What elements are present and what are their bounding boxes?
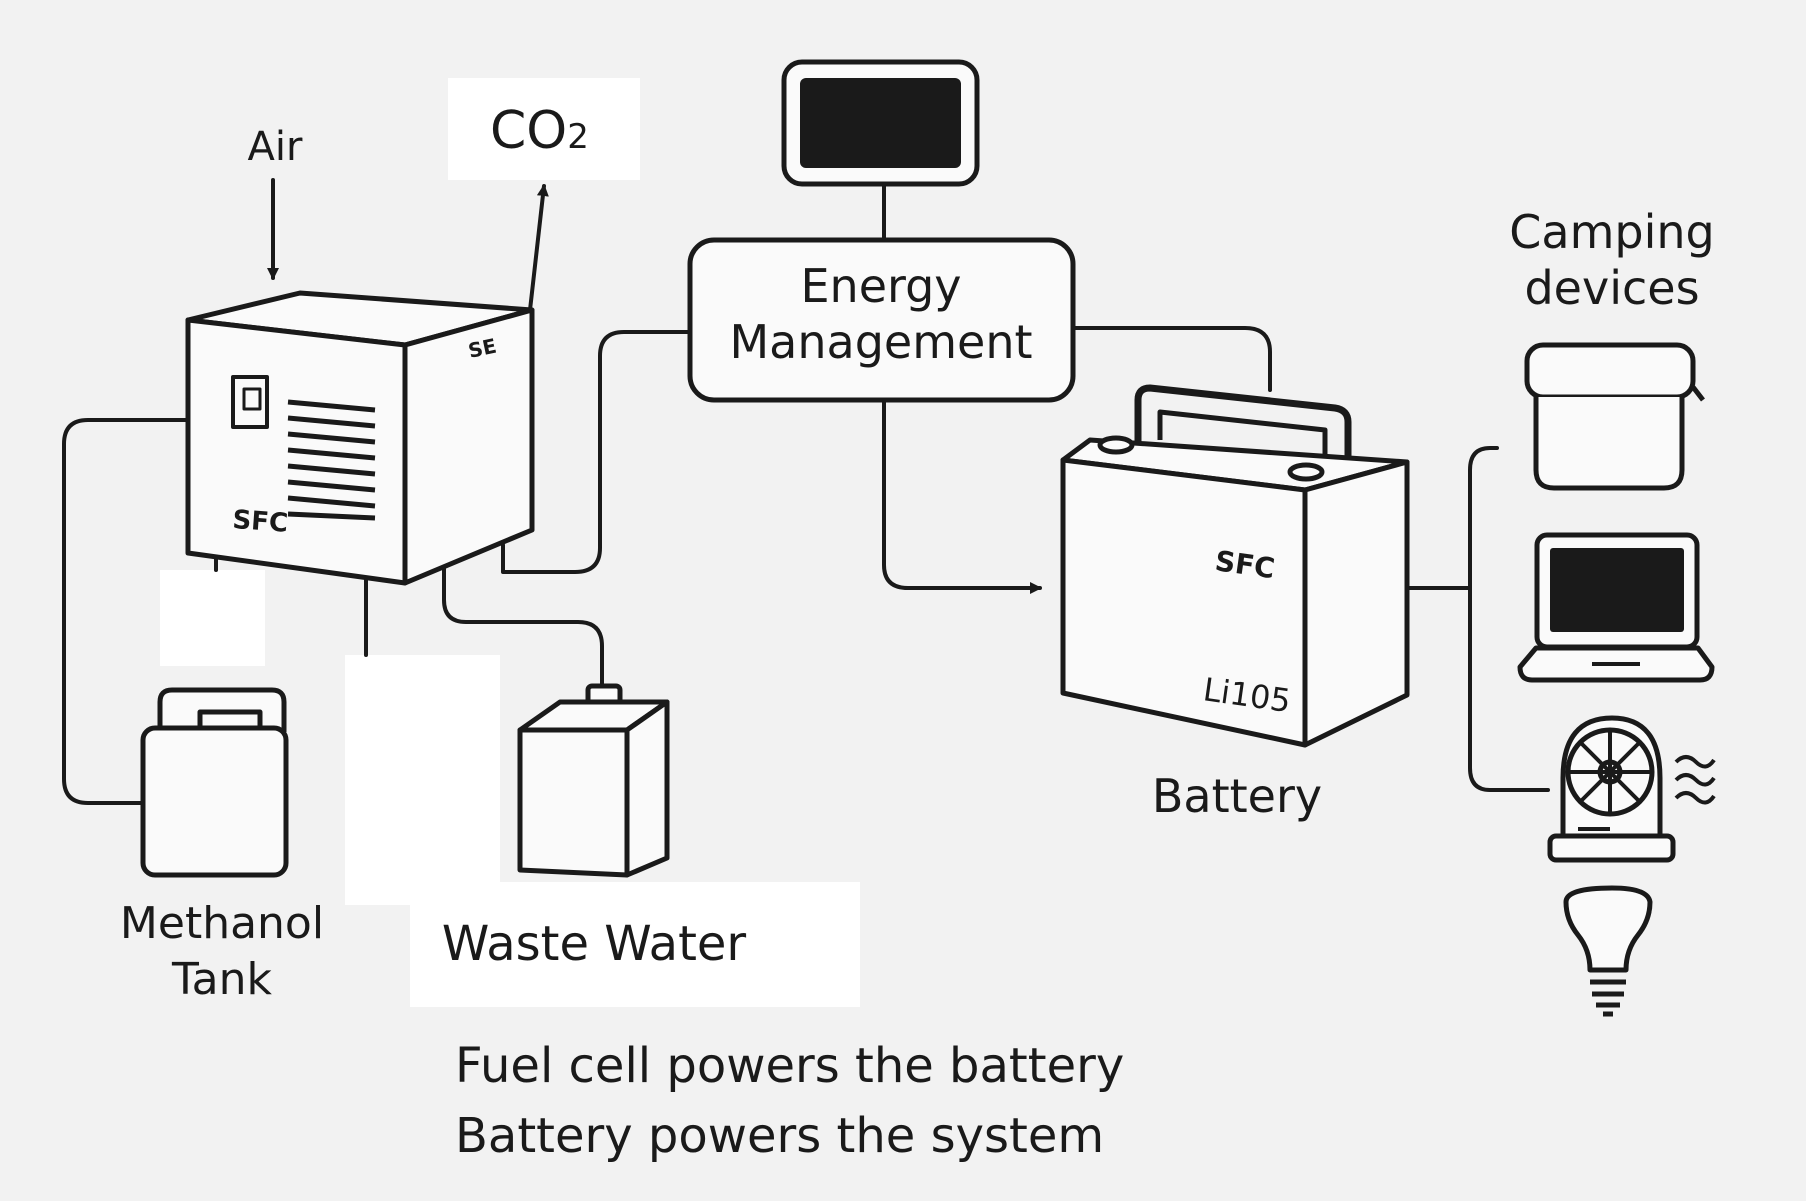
fuelcell-to-energy-line bbox=[501, 330, 692, 574]
fuel-cell-brand-mark: SFC bbox=[232, 505, 290, 539]
methanol-tank-label-line1: Methanol bbox=[120, 898, 324, 949]
air-label: Air bbox=[248, 124, 303, 170]
vent-grille bbox=[287, 399, 376, 521]
co2-label-subscript: 2 bbox=[567, 117, 589, 157]
caption-line1: Fuel cell powers the battery bbox=[455, 1038, 1124, 1094]
fuel-cell-logo-icon bbox=[231, 375, 269, 429]
caption-line2: Battery powers the system bbox=[455, 1108, 1104, 1164]
methanol-tank-icon bbox=[140, 687, 289, 878]
energy-to-battery-right-line bbox=[1071, 326, 1272, 392]
energy-management-label-line2: Management bbox=[729, 315, 1032, 369]
laptop-icon bbox=[1517, 532, 1715, 683]
energy-to-battery-arrow-line bbox=[882, 398, 1042, 594]
fuel-cell-corner-mark: SE bbox=[466, 334, 498, 363]
blank-patch-middle bbox=[345, 655, 500, 905]
cooler-box-icon bbox=[1524, 342, 1705, 491]
co2-label: CO2 bbox=[490, 101, 589, 161]
methanol-tank-label-line2: Tank bbox=[171, 954, 272, 1005]
fuel-cell-unit bbox=[185, 290, 535, 586]
co2-label-main: CO bbox=[490, 101, 567, 161]
battery-label: Battery bbox=[1152, 769, 1322, 823]
blank-patch-left bbox=[160, 570, 265, 666]
battery-icon bbox=[1060, 384, 1410, 748]
energy-management-label-line1: Energy bbox=[800, 259, 961, 313]
camping-devices-label-line2: devices bbox=[1524, 261, 1699, 315]
waste-water-label-box bbox=[410, 882, 860, 1007]
battery-brand-mark: SFC bbox=[1213, 544, 1277, 585]
waste-water-line bbox=[442, 566, 604, 688]
camping-devices-label-line1: Camping bbox=[1509, 205, 1714, 259]
fan-heater-icon bbox=[1547, 715, 1716, 863]
monitor-screen bbox=[800, 78, 961, 168]
light-bulb-icon bbox=[1563, 885, 1653, 1017]
methanol-feed-line bbox=[62, 418, 190, 805]
waste-water-label: Waste Water bbox=[442, 916, 747, 972]
energy-management-box bbox=[687, 237, 1076, 403]
device-bus-line bbox=[1468, 446, 1550, 792]
waste-water-container-icon bbox=[517, 683, 670, 878]
co2-label-box bbox=[448, 78, 640, 180]
co2-arrow bbox=[528, 184, 549, 312]
